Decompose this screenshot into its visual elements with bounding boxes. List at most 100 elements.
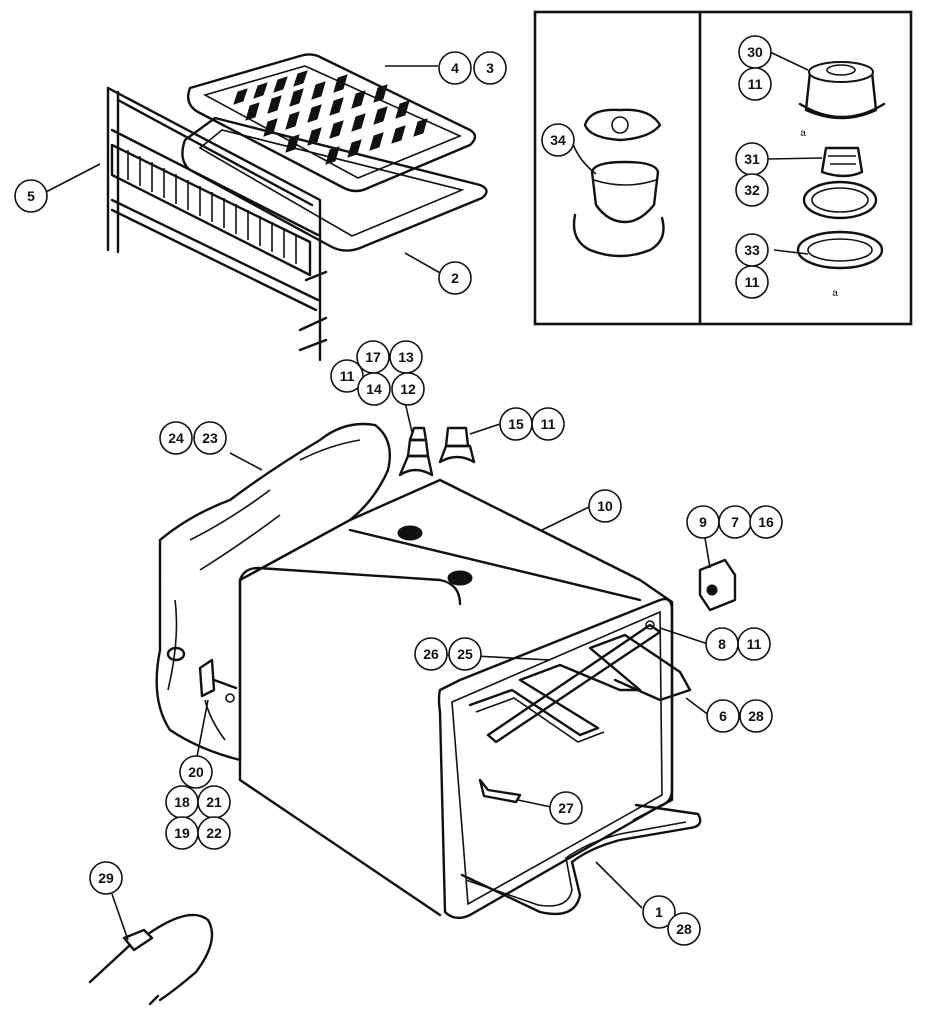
callout-15: 15 [499,407,533,441]
svg-text:8: 8 [718,636,726,652]
burner-cap-assembly-left [572,108,665,258]
oven-rack [106,86,328,362]
svg-text:28: 28 [748,708,764,724]
callout-19: 19 [165,816,199,850]
small-mark-a-2: a [832,288,838,299]
small-mark-a-1: a [800,128,806,139]
callout-34: 34 [541,123,575,157]
callout-30: 30 [738,35,772,69]
igniter-block [698,558,737,612]
callout-5: 5 [14,179,48,213]
svg-text:3: 3 [486,60,494,76]
callout-13: 13 [389,340,423,374]
callout-2: 2 [438,261,472,295]
callout-11-c: 11 [330,359,364,393]
svg-text:18: 18 [174,794,190,810]
burner-head-31 [820,146,864,178]
callout-18: 18 [165,785,199,819]
svg-text:2: 2 [451,270,459,286]
inset-panel [533,10,913,326]
callout-6: 6 [706,699,740,733]
svg-text:11: 11 [745,274,760,290]
svg-text:24: 24 [168,430,184,446]
svg-text:15: 15 [508,416,524,432]
svg-text:12: 12 [400,381,416,397]
temperature-sensor-probe [88,913,214,1006]
svg-text:13: 13 [398,349,414,365]
callout-17: 17 [356,340,390,374]
svg-text:21: 21 [206,794,222,810]
callout-1: 1 [642,895,676,929]
svg-text:7: 7 [731,514,739,530]
callout-11-a: 11 [738,67,772,101]
callouts: 4 3 5 2 34 30 11 31 32 33 11 17 13 11 14… [14,35,783,946]
callout-23: 23 [193,421,227,455]
callout-16: 16 [749,505,783,539]
burner-ring-32 [802,180,878,220]
svg-text:17: 17 [365,349,381,365]
svg-text:11: 11 [747,636,762,652]
callout-21: 21 [197,785,231,819]
svg-text:30: 30 [747,44,763,60]
callout-11-b: 11 [735,265,769,299]
leader-lines [45,51,823,941]
svg-text:16: 16 [758,514,774,530]
callout-12: 12 [391,372,425,406]
broil-element [468,633,692,743]
burner-orifice-15 [438,426,476,464]
callout-31: 31 [735,142,769,176]
burner-orifice-12 [398,426,434,477]
svg-text:11: 11 [541,416,556,432]
oven-insulation [155,422,392,762]
callout-25: 25 [448,637,482,671]
svg-text:29: 29 [98,870,114,886]
svg-text:28: 28 [676,921,692,937]
callout-9: 9 [686,505,720,539]
heat-shield-rail [486,620,662,744]
callout-29: 29 [89,861,123,895]
svg-text:31: 31 [744,151,760,167]
callout-33: 33 [735,233,769,267]
svg-text:23: 23 [202,430,218,446]
callout-8: 8 [705,627,739,661]
burner-cap-30 [798,61,886,120]
svg-text:26: 26 [423,646,439,662]
callout-7: 7 [718,505,752,539]
callout-3: 3 [473,51,507,85]
callout-20: 20 [179,755,213,789]
svg-text:19: 19 [174,825,190,841]
svg-text:4: 4 [451,60,459,76]
valve-bracket-20 [166,646,238,703]
callout-28-a: 28 [739,699,773,733]
callout-28-b: 28 [667,912,701,946]
callout-11-e: 11 [737,627,771,661]
callout-22: 22 [197,816,231,850]
svg-text:33: 33 [744,242,760,258]
broiler-pan-slots [233,70,428,165]
svg-text:20: 20 [188,764,204,780]
svg-text:32: 32 [744,182,760,198]
bake-element [460,803,702,916]
oven-rack-wires [127,150,297,264]
bracket-27 [478,778,522,804]
svg-text:5: 5 [27,188,35,204]
callout-26: 26 [414,637,448,671]
callout-27: 27 [549,791,583,825]
callout-14: 14 [357,372,391,406]
svg-text:25: 25 [457,646,473,662]
burner-plate-33 [796,230,884,270]
svg-text:9: 9 [699,514,707,530]
svg-text:22: 22 [206,825,222,841]
callout-11-d: 11 [531,407,565,441]
svg-text:27: 27 [558,800,574,816]
callout-4: 4 [438,51,472,85]
svg-text:6: 6 [719,708,727,724]
callout-32: 32 [735,173,769,207]
svg-text:11: 11 [340,368,355,384]
svg-text:1: 1 [655,904,663,920]
broiler-pan-bottom [181,116,488,252]
svg-text:10: 10 [597,498,613,514]
callout-24: 24 [159,421,193,455]
svg-text:34: 34 [550,132,566,148]
